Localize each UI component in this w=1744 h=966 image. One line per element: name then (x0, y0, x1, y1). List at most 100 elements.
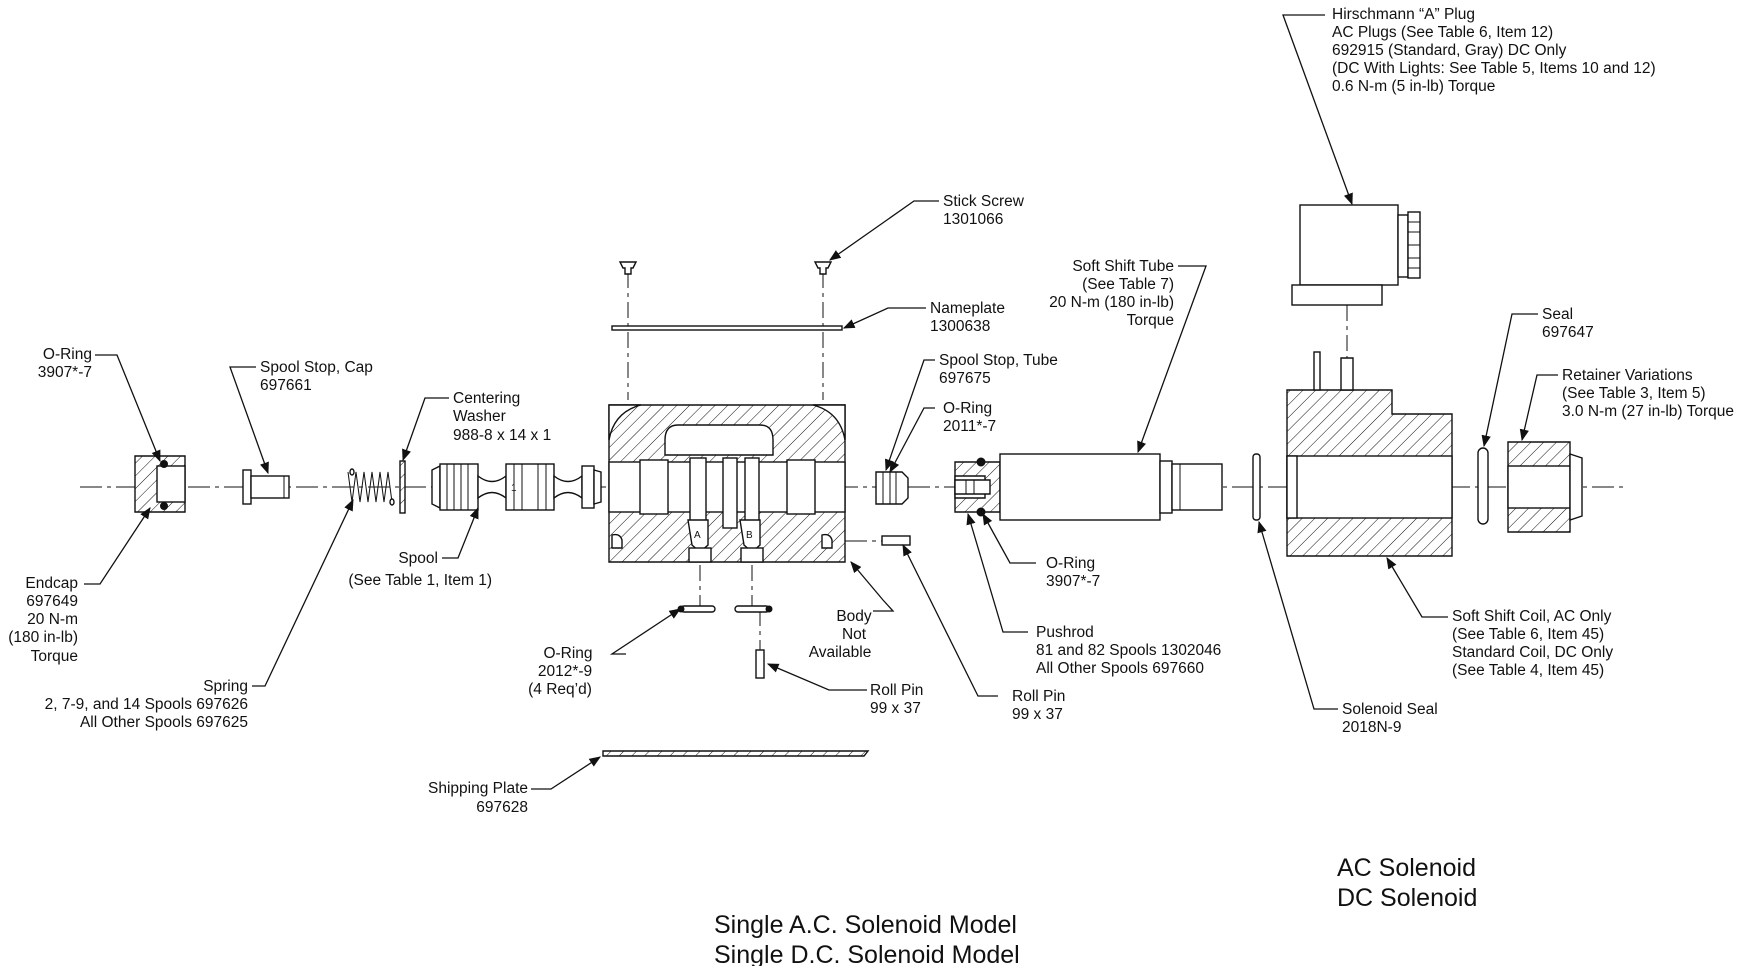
svg-text:1301066: 1301066 (943, 211, 1003, 228)
spring-part (347, 468, 395, 506)
svg-text:20 N-m: 20 N-m (27, 611, 78, 628)
solenoid-coil-part (1286, 351, 1453, 557)
stick-screw-left (618, 261, 638, 275)
plug-label: Hirschmann “A” Plug AC Plugs (See Table … (1332, 6, 1656, 95)
soft-shift-coil-label: Soft Shift Coil, AC Only (See Table 6, I… (1452, 608, 1613, 679)
svg-text:Soft Shift Tube: Soft Shift Tube (1072, 258, 1174, 275)
svg-text:Roll Pin: Roll Pin (870, 682, 923, 699)
svg-text:3.0 N-m (27 in-lb) Torque: 3.0 N-m (27 in-lb) Torque (1562, 403, 1734, 420)
svg-text:Stick Screw: Stick Screw (943, 193, 1025, 210)
svg-text:AC Plugs (See Table 6, Item 12: AC Plugs (See Table 6, Item 12) (1332, 24, 1553, 41)
centering-washer-part (399, 460, 406, 514)
o-ring-2011-label: O-Ring 2011*-7 (943, 400, 996, 435)
svg-text:99 x 37: 99 x 37 (870, 700, 921, 717)
spool-stop-cap-label: Spool Stop, Cap 697661 (260, 359, 373, 394)
svg-text:Spool: Spool (398, 550, 438, 567)
svg-text:O-Ring: O-Ring (943, 400, 992, 417)
spool-part: 1 (431, 463, 602, 511)
svg-text:Hirschmann “A” Plug: Hirschmann “A” Plug (1332, 6, 1475, 23)
svg-text:Nameplate: Nameplate (930, 300, 1005, 317)
svg-text:Retainer Variations: Retainer Variations (1562, 367, 1693, 384)
svg-text:99 x 37: 99 x 37 (1012, 706, 1063, 723)
svg-text:AC Solenoid: AC Solenoid (1337, 854, 1476, 882)
svg-text:2012*-9: 2012*-9 (538, 663, 592, 680)
svg-text:2011*-7: 2011*-7 (943, 418, 996, 435)
svg-text:(4 Req’d): (4 Req’d) (528, 681, 592, 698)
centering-washer-label: Centering Washer 988-8 x 14 x 1 (453, 390, 551, 444)
spool-label: Spool (See Table 1, Item 1) (348, 550, 492, 589)
soft-shift-tube-part (954, 453, 1223, 521)
hirschmann-plug-part (1291, 204, 1421, 306)
roll-pin-a-label: Roll Pin 99 x 37 (870, 682, 923, 717)
soft-shift-tube-label: Soft Shift Tube (See Table 7) 20 N-m (18… (1049, 258, 1174, 329)
svg-text:(See Table 6, Item 45): (See Table 6, Item 45) (1452, 626, 1604, 643)
svg-text:1300638: 1300638 (930, 318, 990, 335)
svg-text:Shipping Plate: Shipping Plate (428, 780, 528, 797)
spool-stop-cap-part (242, 469, 290, 505)
retainer-label: Retainer Variations (See Table 3, Item 5… (1562, 367, 1734, 420)
svg-text:3907*-7: 3907*-7 (1046, 573, 1100, 590)
svg-text:(DC With Lights: See Table 5,: (DC With Lights: See Table 5, Items 10 a… (1332, 60, 1656, 77)
valve-body-part: A B (608, 404, 846, 563)
svg-text:Single A.C. Solenoid Model: Single A.C. Solenoid Model (714, 911, 1017, 939)
svg-text:(180 in-lb): (180 in-lb) (8, 629, 78, 646)
svg-text:697628: 697628 (476, 799, 528, 816)
svg-text:All Other Spools 697660: All Other Spools 697660 (1036, 660, 1204, 677)
svg-text:All Other Spools 697625: All Other Spools 697625 (80, 714, 248, 731)
svg-text:(See Table 3, Item 5): (See Table 3, Item 5) (1562, 385, 1706, 402)
svg-text:Standard Coil, DC Only: Standard Coil, DC Only (1452, 644, 1613, 661)
svg-text:697661: 697661 (260, 377, 312, 394)
roll-pin-horizontal (881, 535, 911, 546)
svg-text:Spool Stop, Cap: Spool Stop, Cap (260, 359, 373, 376)
svg-text:697675: 697675 (939, 370, 991, 387)
port-o-rings (677, 605, 773, 613)
model-title: Single A.C. Solenoid Model Single D.C. S… (714, 911, 1020, 966)
stick-screw-right (813, 261, 833, 275)
spool-stop-tube-label: Spool Stop, Tube 697675 (939, 352, 1058, 387)
svg-text:Seal: Seal (1542, 306, 1573, 323)
o-ring-2012-label: O-Ring 2012*-9 (4 Req’d) (528, 645, 592, 698)
pushrod-label: Pushrod 81 and 82 Spools 1302046 All Oth… (1036, 624, 1221, 677)
port-a-text: A (694, 530, 701, 541)
stick-screw-label: Stick Screw 1301066 (943, 193, 1025, 228)
nameplate-part (611, 325, 843, 331)
seal-label: Seal 697647 (1542, 306, 1594, 341)
spring-label: Spring 2, 7-9, and 14 Spools 697626 All … (45, 678, 248, 731)
svg-text:2, 7-9, and 14 Spools 697626: 2, 7-9, and 14 Spools 697626 (45, 696, 248, 713)
o-ring-pushrod-label: O-Ring 3907*-7 (1046, 555, 1100, 590)
svg-text:Not: Not (842, 626, 867, 643)
svg-text:2018N-9: 2018N-9 (1342, 719, 1401, 736)
endcap-label: Endcap 697649 20 N-m (180 in-lb) Torque (8, 575, 78, 665)
svg-text:Spool Stop, Tube: Spool Stop, Tube (939, 352, 1058, 369)
svg-text:Roll Pin: Roll Pin (1012, 688, 1065, 705)
body-label: Body Not Available (809, 608, 872, 661)
svg-text:Spring: Spring (203, 678, 248, 695)
solenoid-type-title: AC Solenoid DC Solenoid (1337, 854, 1477, 912)
shipping-plate-part (602, 750, 870, 757)
svg-text:Torque: Torque (1127, 312, 1174, 329)
seal-ring-part (1477, 447, 1489, 525)
svg-text:692915 (Standard, Gray) DC On: 692915 (Standard, Gray) DC Only (1332, 42, 1567, 59)
retainer-part (1507, 441, 1583, 533)
solenoid-seal-part (1252, 453, 1261, 521)
svg-text:Available: Available (809, 644, 872, 661)
svg-text:Body: Body (836, 608, 872, 625)
svg-text:Single D.C. Solenoid Model: Single D.C. Solenoid Model (714, 941, 1020, 966)
endcap-part (134, 455, 186, 513)
svg-text:O-Ring: O-Ring (43, 346, 92, 363)
svg-text:O-Ring: O-Ring (543, 645, 592, 662)
svg-text:81 and 82 Spools 1302046: 81 and 82 Spools 1302046 (1036, 642, 1221, 659)
svg-text:697647: 697647 (1542, 324, 1594, 341)
o-ring-endcap-label: O-Ring 3907*-7 (38, 346, 92, 381)
roll-pin-vertical (755, 649, 765, 679)
svg-text:Washer: Washer (453, 408, 506, 425)
svg-text:DC Solenoid: DC Solenoid (1337, 884, 1477, 912)
svg-text:3907*-7: 3907*-7 (38, 364, 92, 381)
svg-text:20 N-m (180 in-lb): 20 N-m (180 in-lb) (1049, 294, 1174, 311)
svg-text:(See Table 1, Item 1): (See Table 1, Item 1) (348, 572, 492, 589)
spool-mark-text: 1 (511, 483, 517, 494)
svg-text:Torque: Torque (31, 648, 78, 665)
roll-pin-b-label: Roll Pin 99 x 37 (1012, 688, 1065, 723)
svg-text:(See Table 4, Item 45): (See Table 4, Item 45) (1452, 662, 1604, 679)
